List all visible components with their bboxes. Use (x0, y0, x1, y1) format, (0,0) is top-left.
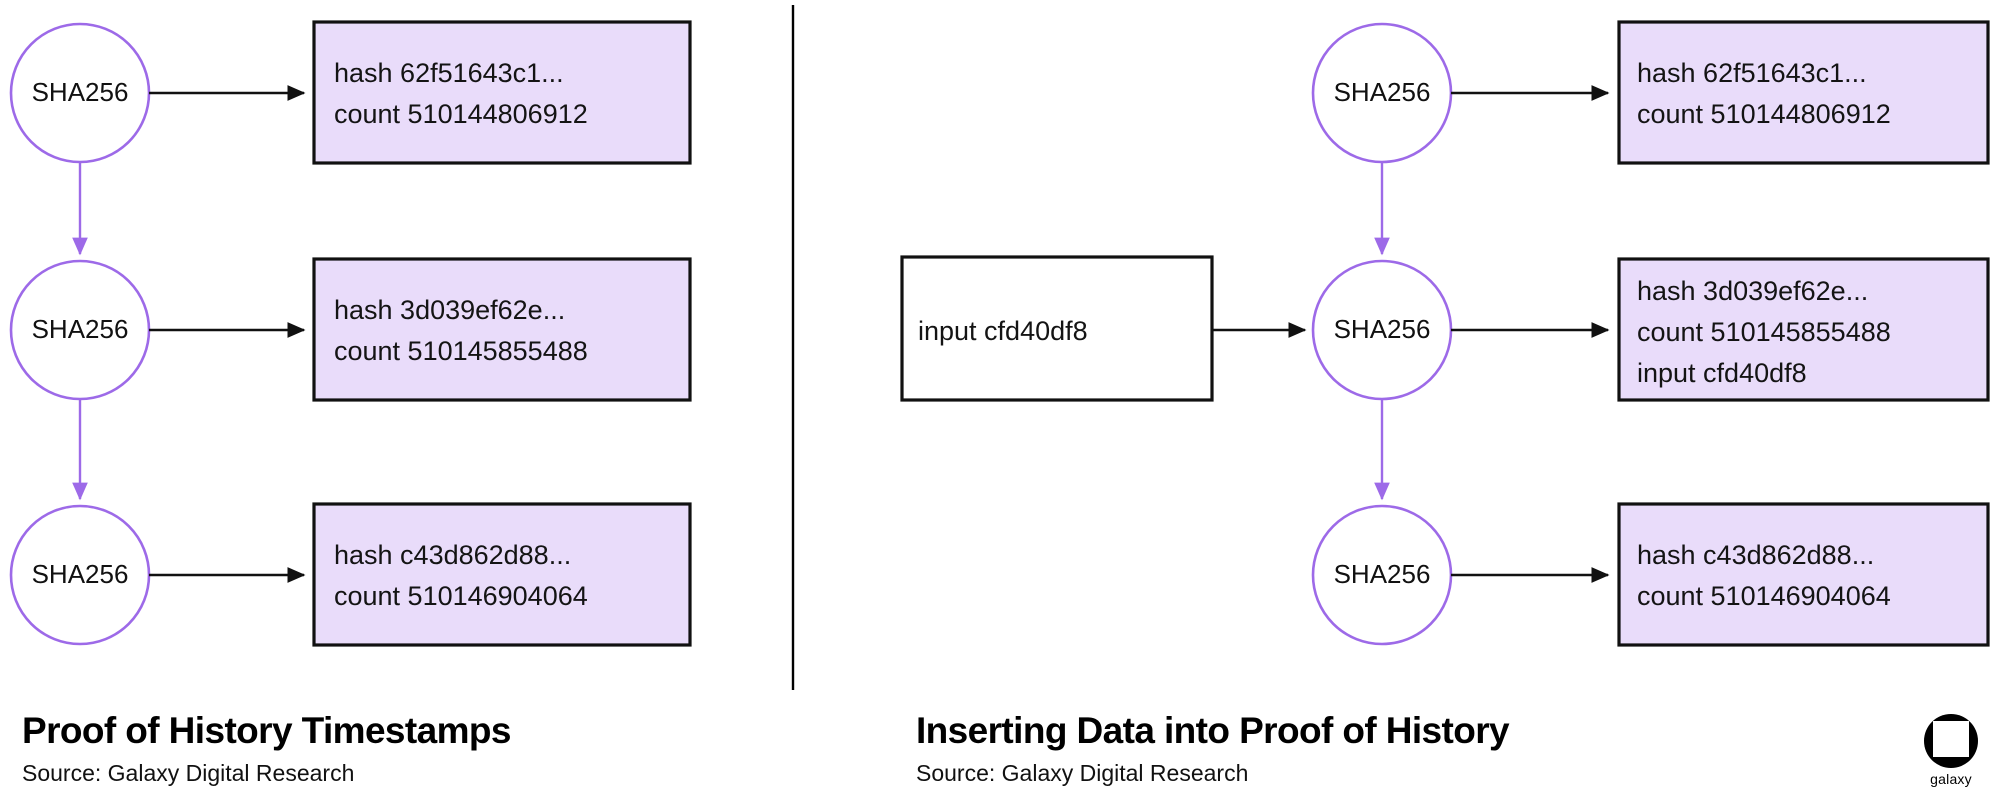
sha256-node-right-1-label: SHA256 (1334, 77, 1431, 107)
output-box-right-1-line-1: hash 62f51643c1... (1637, 58, 1867, 88)
input-box-right-line-1: input cfd40df8 (918, 316, 1088, 346)
sha256-node-right-2-label: SHA256 (1334, 314, 1431, 344)
output-box-left-3[interactable] (312, 502, 692, 647)
output-box-left-2-line-2: count 510145855488 (334, 336, 588, 366)
output-box-right-3-line-2: count 510146904064 (1637, 581, 1891, 611)
sha256-node-left-1-label: SHA256 (32, 77, 129, 107)
output-box-left-2-line-1: hash 3d039ef62e... (334, 295, 565, 325)
output-box-right-1-line-2: count 510144806912 (1637, 99, 1891, 129)
output-box-right-3[interactable] (1617, 502, 1990, 647)
output-box-left-1[interactable] (312, 20, 692, 165)
output-box-left-2[interactable] (312, 257, 692, 402)
output-box-right-2-line-2: count 510145855488 (1637, 317, 1891, 347)
sha256-node-left-2-label: SHA256 (32, 314, 129, 344)
output-box-left-3-line-2: count 510146904064 (334, 581, 588, 611)
output-box-left-3-line-1: hash c43d862d88... (334, 540, 571, 570)
input-box-right[interactable] (900, 255, 1214, 402)
output-box-right-2[interactable] (1617, 257, 1990, 402)
sha256-node-right-3-label: SHA256 (1334, 559, 1431, 589)
output-box-right-3-line-1: hash c43d862d88... (1637, 540, 1874, 570)
output-box-left-1-line-1: hash 62f51643c1... (334, 58, 564, 88)
output-box-right-2-line-1: hash 3d039ef62e... (1637, 276, 1868, 306)
output-box-right-1[interactable] (1617, 20, 1990, 165)
output-box-right-2-line-3: input cfd40df8 (1637, 358, 1807, 388)
sha256-node-left-3-label: SHA256 (32, 559, 129, 589)
output-box-left-1-line-2: count 510144806912 (334, 99, 588, 129)
